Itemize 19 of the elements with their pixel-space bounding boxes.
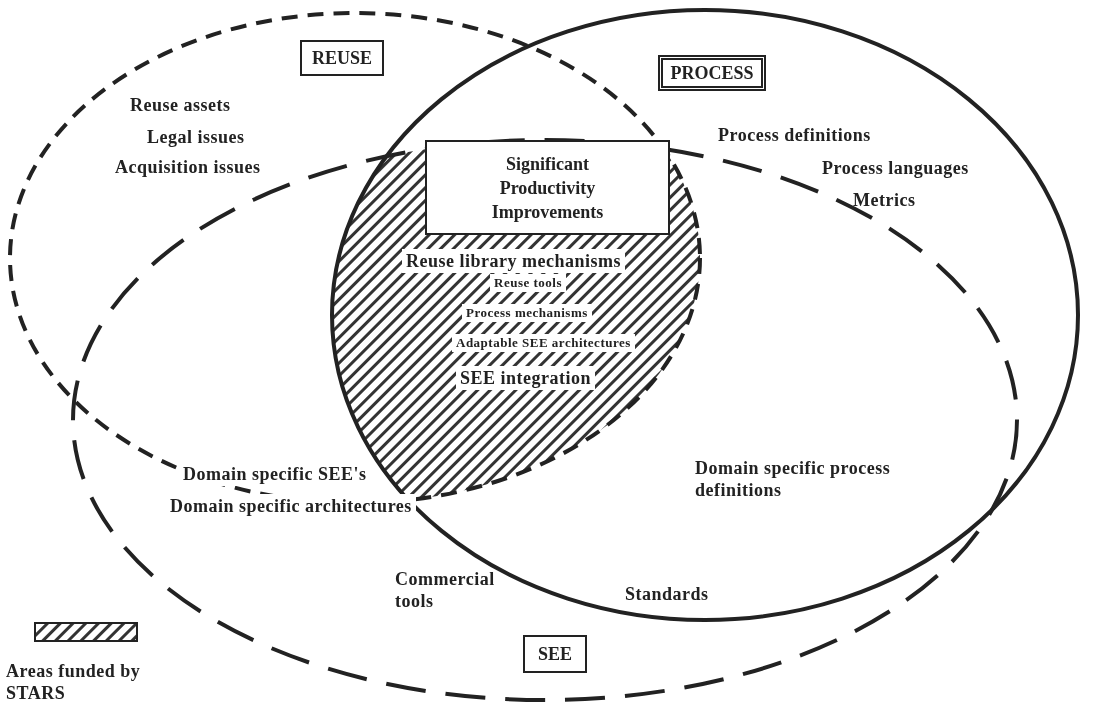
text-label: SEE integration [456, 366, 595, 390]
text-label: Process definitions [718, 124, 871, 146]
text-label: Metrics [853, 189, 916, 211]
legend-label: Areas funded by STARS [6, 660, 142, 704]
text-label: Legal issues [147, 126, 245, 148]
text-label: Process languages [822, 157, 969, 179]
text-label: Commercial tools [395, 568, 496, 612]
label-box: PROCESS [658, 55, 766, 91]
text-label: Domain specific process definitions [695, 457, 892, 501]
text-label: Adaptable SEE architectures [452, 334, 635, 352]
text-label: Reuse library mechanisms [402, 249, 625, 273]
label-box: SEE [523, 635, 587, 673]
text-label: Standards [625, 583, 709, 605]
text-label: Acquisition issues [115, 156, 261, 178]
label-box: Significant Productivity Improvements [425, 140, 670, 235]
text-label: Reuse assets [130, 94, 231, 116]
text-label: Process mechanisms [462, 304, 592, 322]
text-label: Reuse tools [490, 274, 566, 292]
label-box: REUSE [300, 40, 384, 76]
